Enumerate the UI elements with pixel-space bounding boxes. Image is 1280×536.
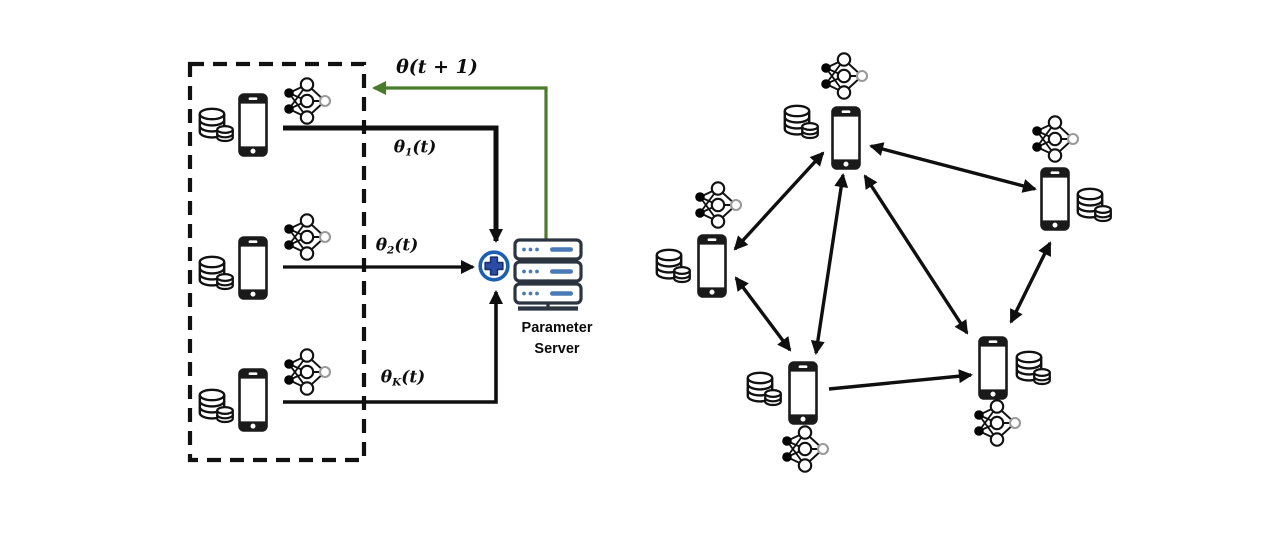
peer-top-group xyxy=(783,52,869,170)
database-icon xyxy=(655,248,691,284)
p2p-edge-bottomright-right xyxy=(1009,241,1052,324)
smartphone-icon xyxy=(238,236,268,300)
client-K-group xyxy=(198,348,332,432)
client-1-update-label: θ1(t) xyxy=(393,137,437,159)
smartphone-icon xyxy=(238,368,268,432)
neural-network-icon xyxy=(283,348,332,396)
database-icon xyxy=(783,104,819,140)
neural-network-icon xyxy=(820,52,869,100)
database-icon xyxy=(746,371,782,407)
database-icon xyxy=(198,107,235,143)
client-K-update-label: θK(t) xyxy=(380,367,426,389)
smartphone-icon xyxy=(697,234,727,298)
global-model-feedback-arrow xyxy=(372,81,548,240)
database-icon xyxy=(1076,187,1113,223)
plus-aggregation-icon xyxy=(478,250,510,282)
p2p-edge-top-bottomright xyxy=(863,174,969,335)
p2p-edge-left-top xyxy=(733,151,825,251)
p2p-edge-top-right xyxy=(869,142,1037,193)
database-icon xyxy=(1015,350,1052,386)
client-K-update-arrow xyxy=(283,290,503,404)
neural-network-icon xyxy=(283,213,332,261)
feedback-label: θ(t + 1) xyxy=(396,56,478,78)
neural-network-icon xyxy=(283,77,332,125)
client-2-update-label: θ2(t) xyxy=(375,235,419,257)
p2p-edge-bottomleft-bottomright xyxy=(828,369,973,391)
peer-right-group xyxy=(1031,115,1113,231)
database-icon xyxy=(198,388,235,424)
smartphone-icon xyxy=(238,93,268,157)
server-rack-icon xyxy=(515,240,581,309)
parameter-server-label: Parameter Server xyxy=(521,320,593,357)
client-2-group xyxy=(198,213,332,300)
neural-network-icon xyxy=(973,399,1022,447)
database-icon xyxy=(198,255,235,291)
neural-network-icon xyxy=(781,425,830,473)
p2p-edge-top-bottomleft xyxy=(810,173,849,355)
p2p-edge-left-bottomleft xyxy=(734,276,792,352)
smartphone-icon xyxy=(978,336,1008,400)
peer-left-group xyxy=(655,181,743,298)
neural-network-icon xyxy=(1031,115,1080,163)
smartphone-icon xyxy=(1040,167,1070,231)
decentralized-panel xyxy=(655,52,1113,473)
peer-bottomright-group xyxy=(973,336,1052,447)
smartphone-icon xyxy=(831,106,861,170)
centralized-panel xyxy=(187,61,581,463)
neural-network-icon xyxy=(694,181,743,229)
client-1-group xyxy=(198,77,332,157)
peer-bottomleft-group xyxy=(746,361,830,473)
clients-boundary-dashed-box xyxy=(187,61,367,463)
client-1-update-arrow xyxy=(283,125,503,243)
smartphone-icon xyxy=(788,361,818,425)
